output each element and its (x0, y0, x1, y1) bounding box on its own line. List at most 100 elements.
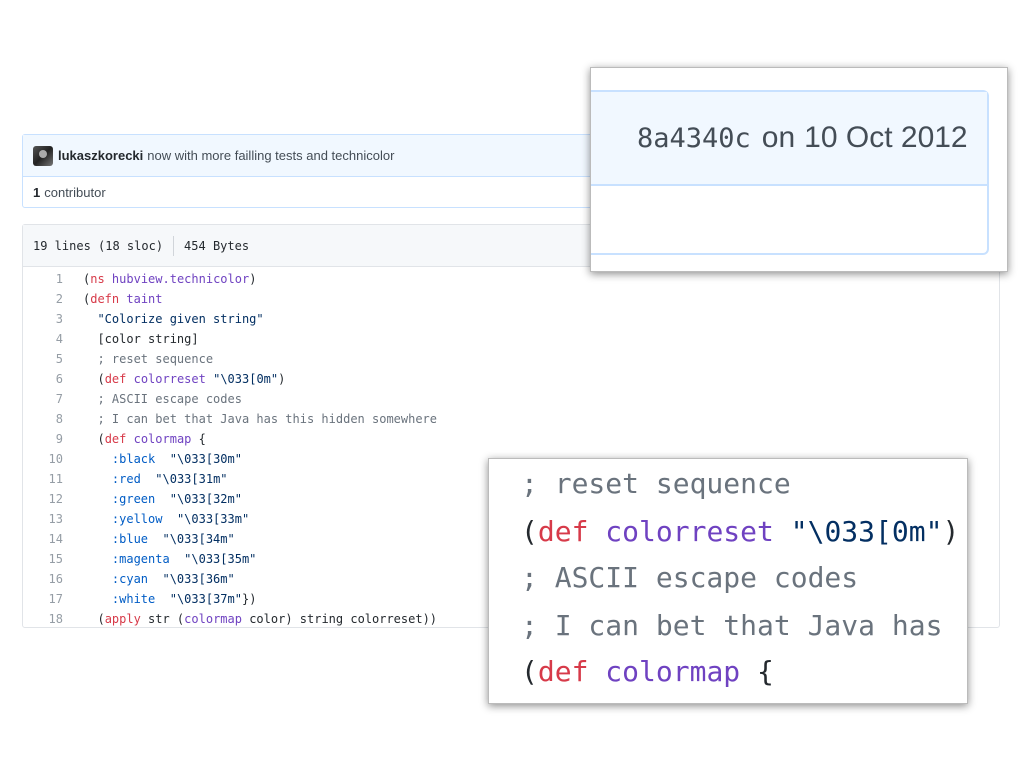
code-token: colormap (605, 655, 741, 688)
code-token: "\033[32m" (169, 492, 242, 506)
code-token (155, 492, 169, 506)
code-line: 14 :blue "\033[34m" (23, 529, 999, 549)
code-token: ( (83, 612, 105, 626)
code-text: (defn taint (83, 289, 163, 309)
contributors-row[interactable]: 1 contributor (23, 177, 999, 207)
code-token (155, 452, 169, 466)
code-text: (apply str (colormap color) string color… (83, 609, 437, 629)
code-line: 17 :white "\033[37m"}) (23, 589, 999, 609)
code-text: [color string] (83, 329, 198, 349)
line-number[interactable]: 14 (48, 532, 63, 546)
line-number[interactable]: 10 (48, 452, 63, 466)
code-token: ; I can bet that Java has (521, 609, 943, 642)
code-token (83, 352, 97, 366)
code-text: (ns hubview.technicolor) (83, 269, 256, 289)
code-token: "\033[37m" (169, 592, 242, 606)
code-token: ( (521, 515, 538, 548)
code-token: colorreset (133, 372, 206, 386)
code-token: apply (104, 612, 141, 626)
zoom-callout-commit: 8a4340c on 10 Oct 2012 (590, 67, 1008, 272)
line-number[interactable]: 17 (48, 592, 63, 606)
code-token (148, 572, 162, 586)
code-text: :red "\033[31m" (83, 469, 228, 489)
line-number[interactable]: 1 (55, 272, 63, 286)
avatar[interactable] (33, 145, 53, 166)
code-token (83, 452, 112, 466)
code-text: :green "\033[32m" (83, 489, 242, 509)
file-size: 454 Bytes (184, 238, 250, 253)
code-line: 6 (def colorreset "\033[0m") (23, 369, 999, 389)
code-token: "\033[33m" (176, 512, 250, 526)
code-line: 15 :magenta "\033[35m" (23, 549, 999, 569)
line-number[interactable]: 13 (48, 512, 63, 526)
line-number[interactable]: 12 (48, 492, 63, 506)
code-text: :black "\033[30m" (83, 449, 242, 469)
code-token: colorreset (605, 515, 774, 548)
code-token: ( (521, 655, 538, 688)
line-number[interactable]: 8 (55, 412, 63, 426)
code-text: :yellow "\033[33m" (83, 509, 249, 529)
code-token: "\033[36m" (162, 572, 235, 586)
line-number[interactable]: 5 (55, 352, 63, 366)
zoom-code-line: ; reset sequence (521, 467, 791, 501)
code-token: ) (249, 272, 257, 286)
line-number[interactable]: 3 (55, 312, 63, 326)
code-token (126, 372, 133, 386)
commit-message-link[interactable]: now with more failling tests and technic… (147, 148, 395, 163)
code-token (588, 515, 605, 548)
code-token: "\033[0m" (790, 515, 943, 548)
code-token (83, 512, 112, 526)
commit-author-link[interactable]: lukaszkorecki (58, 148, 144, 163)
line-number[interactable]: 4 (55, 332, 63, 346)
zoom-commit-box: 8a4340c on 10 Oct 2012 (591, 90, 989, 255)
code-token: color) string colorreset)) (241, 612, 438, 626)
code-token: def (104, 432, 127, 446)
code-line: 3 "Colorize given string" (23, 309, 999, 329)
line-number[interactable]: 18 (48, 612, 63, 626)
code-token: :white (111, 592, 156, 606)
commit-sha-link[interactable]: 8a4340c (637, 122, 751, 154)
code-line: 10 :black "\033[30m" (23, 449, 999, 469)
code-token: :magenta (111, 552, 170, 566)
line-number[interactable]: 2 (55, 292, 63, 306)
code-line: 8 ; I can bet that Java has this hidden … (23, 409, 999, 429)
code-token: str ( (140, 612, 185, 626)
code-token: ( (83, 292, 91, 306)
code-token: ; reset sequence (521, 467, 791, 500)
code-token: def (104, 372, 127, 386)
code-line: 1 (ns hubview.technicolor) (23, 269, 999, 289)
code-text: :blue "\033[34m" (83, 529, 235, 549)
code-token (588, 655, 605, 688)
commit-date: 10 Oct 2012 (804, 121, 968, 154)
code-token (105, 272, 112, 286)
line-number[interactable]: 7 (55, 392, 63, 406)
line-number[interactable]: 9 (55, 432, 63, 446)
code-token (83, 392, 97, 406)
zoom-commit-header: 8a4340c on 10 Oct 2012 (591, 92, 987, 186)
code-text: ; I can bet that Java has this hidden so… (83, 409, 437, 429)
line-number[interactable]: 16 (48, 572, 63, 586)
code-token: def (537, 515, 589, 548)
code-token: { (191, 432, 206, 446)
code-token: ; ASCII escape codes (97, 392, 242, 406)
code-token: ; I can bet that Java has this hidden so… (97, 412, 438, 426)
code-line: 5 ; reset sequence (23, 349, 999, 369)
code-token: "Colorize given string" (97, 312, 264, 326)
file-line-count: 19 lines (18 sloc) (33, 238, 164, 253)
code-text: "Colorize given string" (83, 309, 264, 329)
code-text: :magenta "\033[35m" (83, 549, 257, 569)
line-number[interactable]: 11 (48, 472, 63, 486)
code-token: ( (83, 432, 105, 446)
code-token: "\033[0m" (213, 372, 279, 386)
code-token (83, 412, 97, 426)
code-token: def (537, 655, 589, 688)
code-token: ( (83, 272, 91, 286)
line-number[interactable]: 6 (55, 372, 63, 386)
code-line: 12 :green "\033[32m" (23, 489, 999, 509)
line-number[interactable]: 15 (48, 552, 63, 566)
code-token: ns (90, 272, 105, 286)
code-token: }) (241, 592, 257, 606)
code-line: 11 :red "\033[31m" (23, 469, 999, 489)
header-divider (173, 235, 175, 256)
